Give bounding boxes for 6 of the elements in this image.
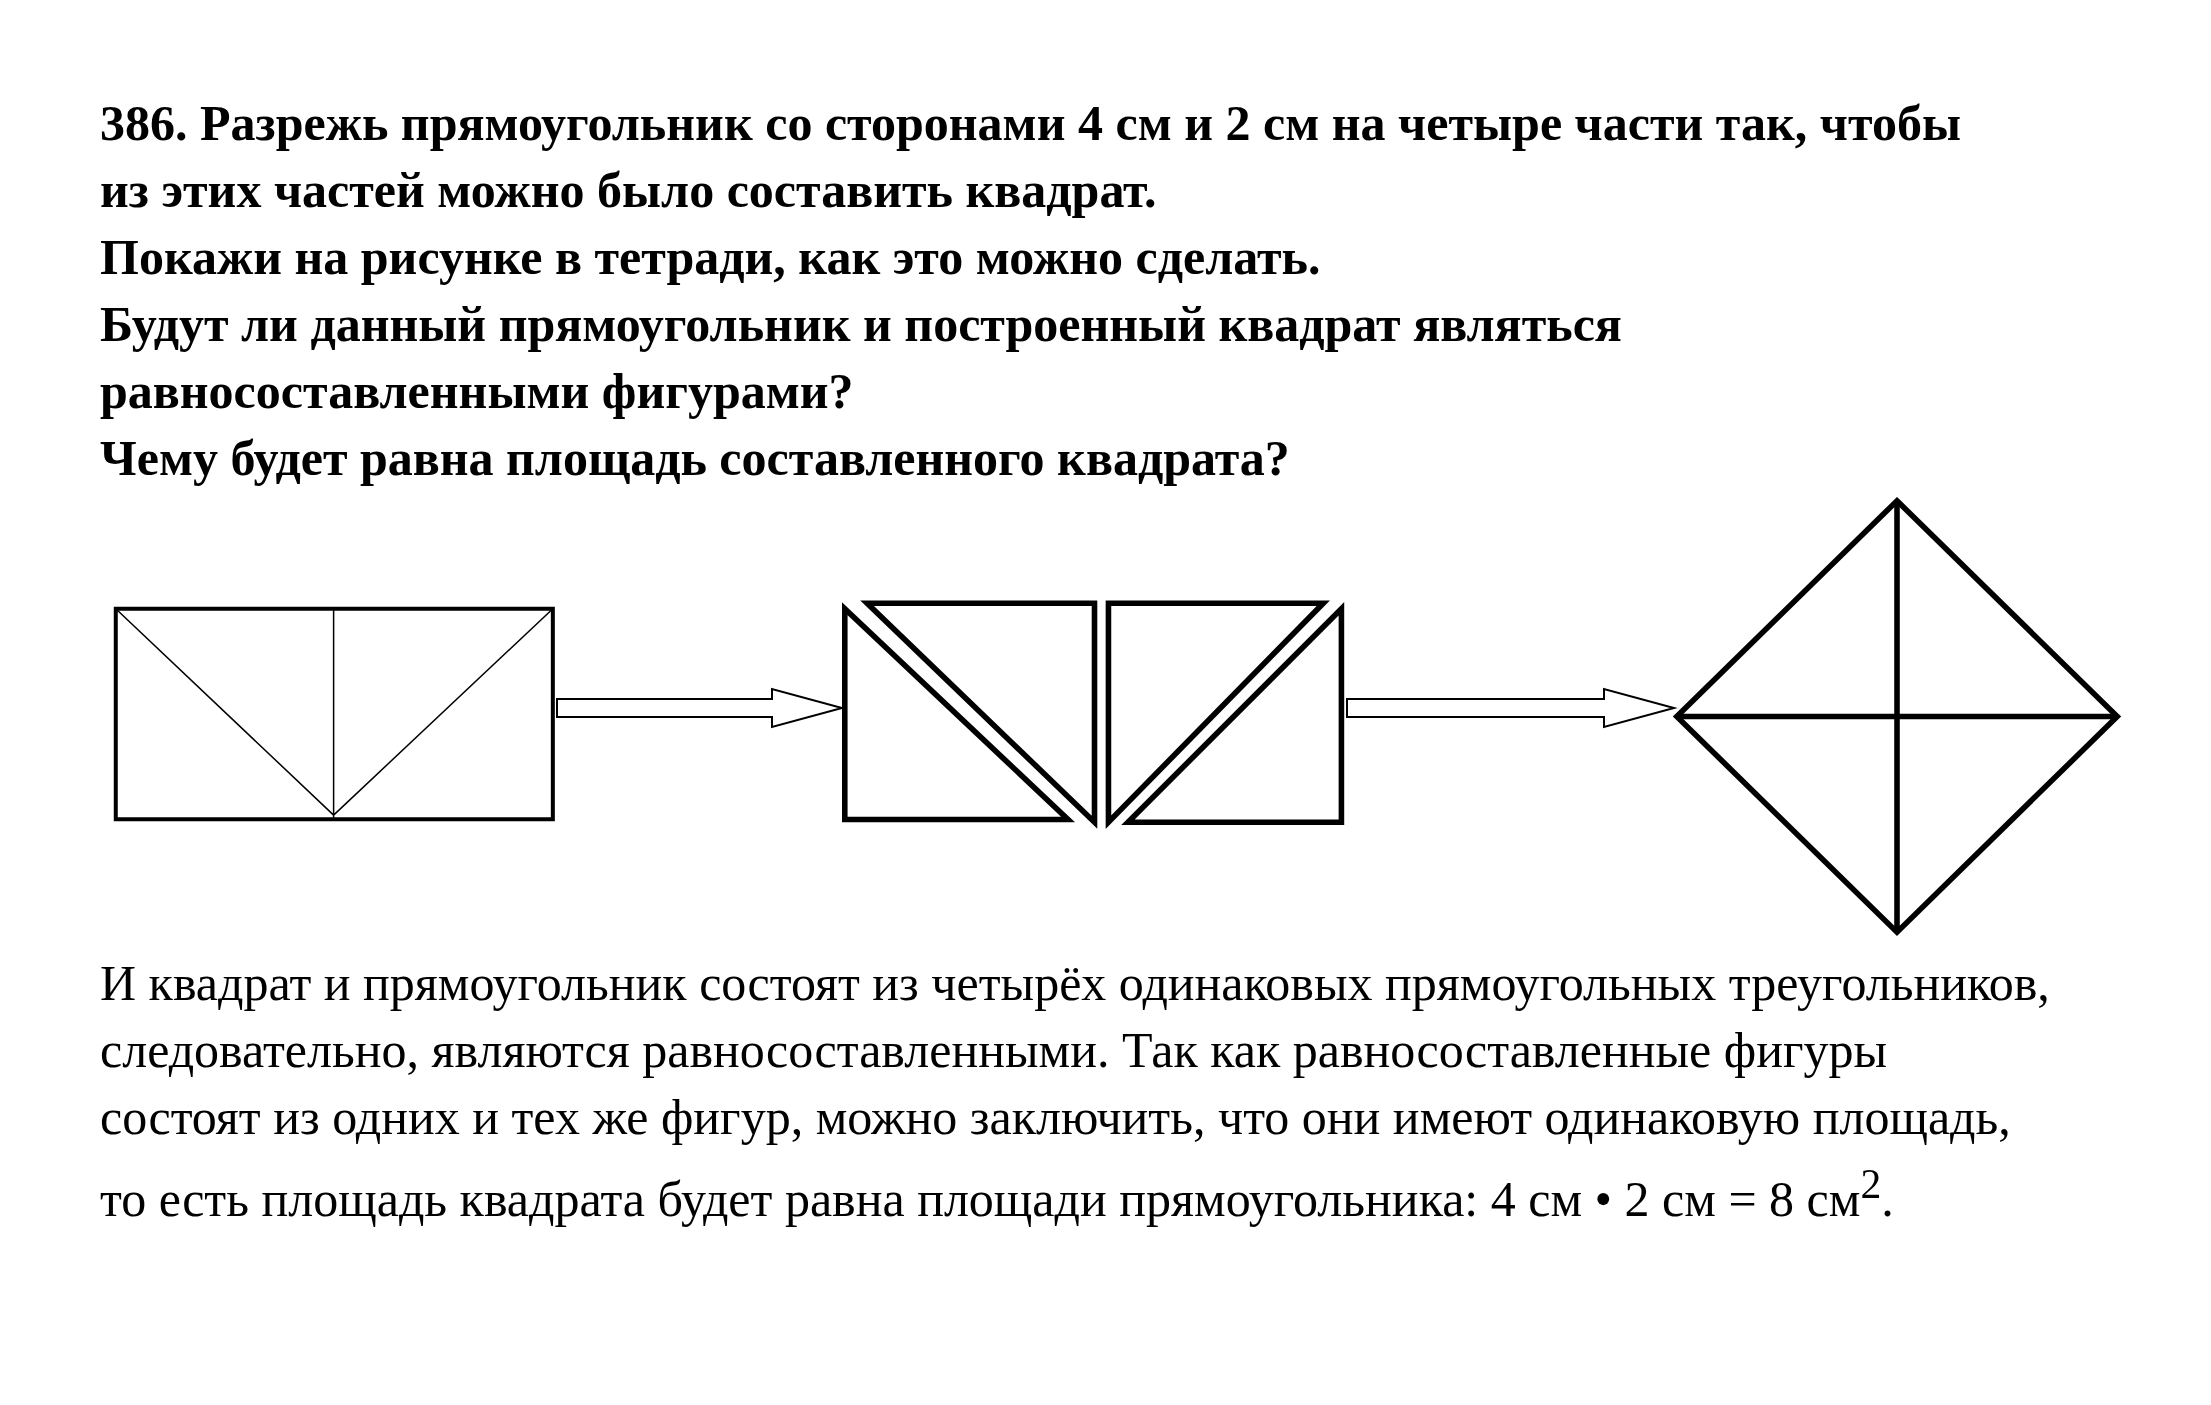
question-text: Чему будет равна площадь составленного квадрата? bbox=[100, 429, 1291, 488]
question-text: 386. Разрежь прямоугольник со сторонами 4 см и 2 см на четыре части так, чтобы из этих частей можно было составить квадрат. bbox=[100, 94, 1962, 220]
question-text: Покажи на рисунке в тетради, как это можно сделать. bbox=[100, 228, 1322, 287]
question-text: Будут ли данный прямоугольник и построенный квадрат являться равносоставленными фигурами? bbox=[100, 295, 1623, 421]
block-arrow bbox=[1346, 687, 1678, 729]
answer-text: И квадрат и прямоугольник состоят из четырёх одинаковых прямоугольных треугольников, следовательно, являются равносоставленными. Так как равносоставленные фигуры состоят из одних и тех же фигур, можно заключить, что они имеют одинаковую площадь, то есть площадь квадрата будет равна площади прямоугольника: 4 см • 2 см = 8 см$^{2}$. bbox=[100, 954, 2051, 1229]
